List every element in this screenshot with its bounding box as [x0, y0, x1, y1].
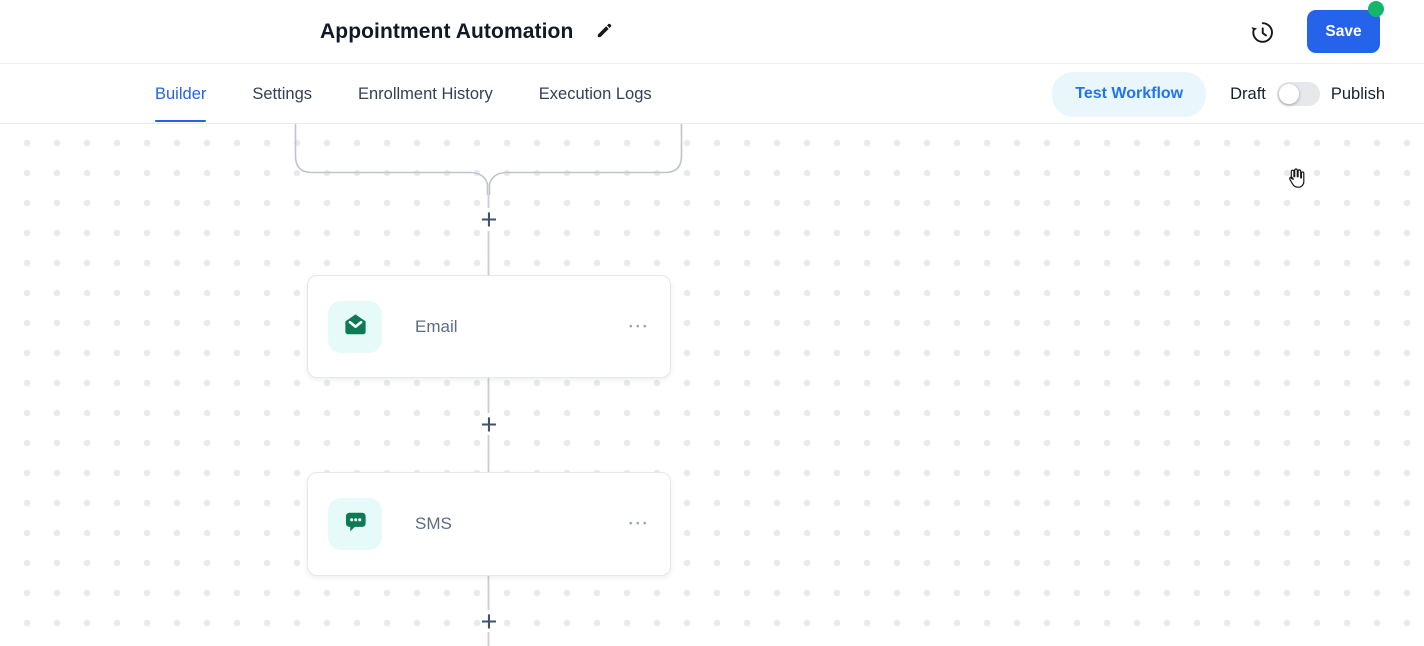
- history-clock-icon: [1249, 22, 1276, 49]
- unsaved-changes-dot: [1368, 1, 1384, 17]
- node-label: SMS: [415, 514, 452, 533]
- pencil-icon: [595, 21, 614, 43]
- add-step-button-2[interactable]: +: [474, 410, 504, 440]
- history-button[interactable]: [1249, 19, 1276, 46]
- tab-execution-logs[interactable]: Execution Logs: [538, 84, 652, 103]
- tab-settings[interactable]: Settings: [252, 84, 312, 103]
- email-envelope-icon: [342, 311, 369, 343]
- workflow-title-group: Appointment Automation: [320, 0, 614, 64]
- workflow-canvas[interactable]: + + + Email •••: [0, 124, 1424, 646]
- tab-bar: Builder Settings Enrollment History Exec…: [0, 64, 1424, 124]
- toggle-knob: [1278, 84, 1299, 104]
- node-menu-button[interactable]: •••: [623, 511, 656, 538]
- workflow-node-email[interactable]: Email •••: [307, 275, 671, 378]
- tab-bar-right-actions: Test Workflow Draft Publish: [1052, 64, 1385, 124]
- sms-icon-tile: [328, 498, 382, 550]
- publish-toggle[interactable]: [1276, 82, 1320, 106]
- edit-title-button[interactable]: [595, 21, 614, 43]
- connector-lines: [294, 124, 683, 646]
- tab-builder[interactable]: Builder: [155, 64, 207, 124]
- save-button[interactable]: Save: [1307, 10, 1380, 53]
- email-icon-tile: [328, 300, 382, 353]
- test-workflow-button[interactable]: Test Workflow: [1052, 71, 1207, 117]
- tab-enrollment-history[interactable]: Enrollment History: [358, 84, 493, 103]
- node-menu-button[interactable]: •••: [623, 313, 656, 340]
- sms-bubble-icon: [342, 508, 369, 540]
- add-step-button-3[interactable]: +: [474, 607, 504, 637]
- workflow-node-sms[interactable]: SMS •••: [307, 472, 671, 576]
- workflow-title: Appointment Automation: [320, 20, 574, 43]
- node-label: Email: [415, 316, 458, 336]
- grab-hand-cursor-icon: [1283, 166, 1307, 195]
- tabs: Builder Settings Enrollment History Exec…: [155, 64, 652, 124]
- publish-label: Publish: [1330, 84, 1385, 103]
- add-step-button-1[interactable]: +: [474, 205, 504, 235]
- header: Appointment Automation Save: [0, 0, 1424, 64]
- publish-toggle-group: Draft Publish: [1230, 82, 1385, 106]
- draft-label: Draft: [1230, 84, 1266, 103]
